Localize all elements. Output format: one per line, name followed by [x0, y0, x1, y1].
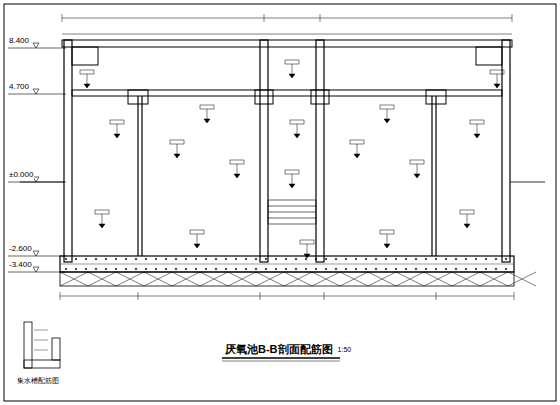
- sheet-frame: [4, 4, 556, 401]
- trough-detail: [24, 322, 60, 368]
- title-underline: [222, 358, 340, 361]
- rebar-leaders: [65, 60, 507, 270]
- detail-title: 集水槽配筋图: [16, 377, 60, 385]
- elevation-lines: [8, 43, 66, 272]
- ground-line: [20, 182, 545, 183]
- elevation-mark: 8.400: [8, 37, 30, 46]
- top-slab: [62, 34, 512, 65]
- foundation-bracing: [60, 272, 536, 286]
- elevation-mark: -2.600: [8, 245, 33, 254]
- elevation-mark: 4.700: [8, 83, 30, 92]
- walls: [64, 40, 510, 262]
- bottom-slab: [60, 256, 514, 286]
- stair: [268, 200, 316, 224]
- beams: [72, 90, 502, 104]
- drawing-title: 厌氧池B-B剖面配筋图: [224, 343, 334, 355]
- elevation-mark: -3.400: [8, 261, 33, 270]
- elevation-mark: ±0.000: [8, 171, 34, 180]
- dimension-line: [60, 14, 514, 300]
- scale-note: 1:50: [337, 346, 353, 354]
